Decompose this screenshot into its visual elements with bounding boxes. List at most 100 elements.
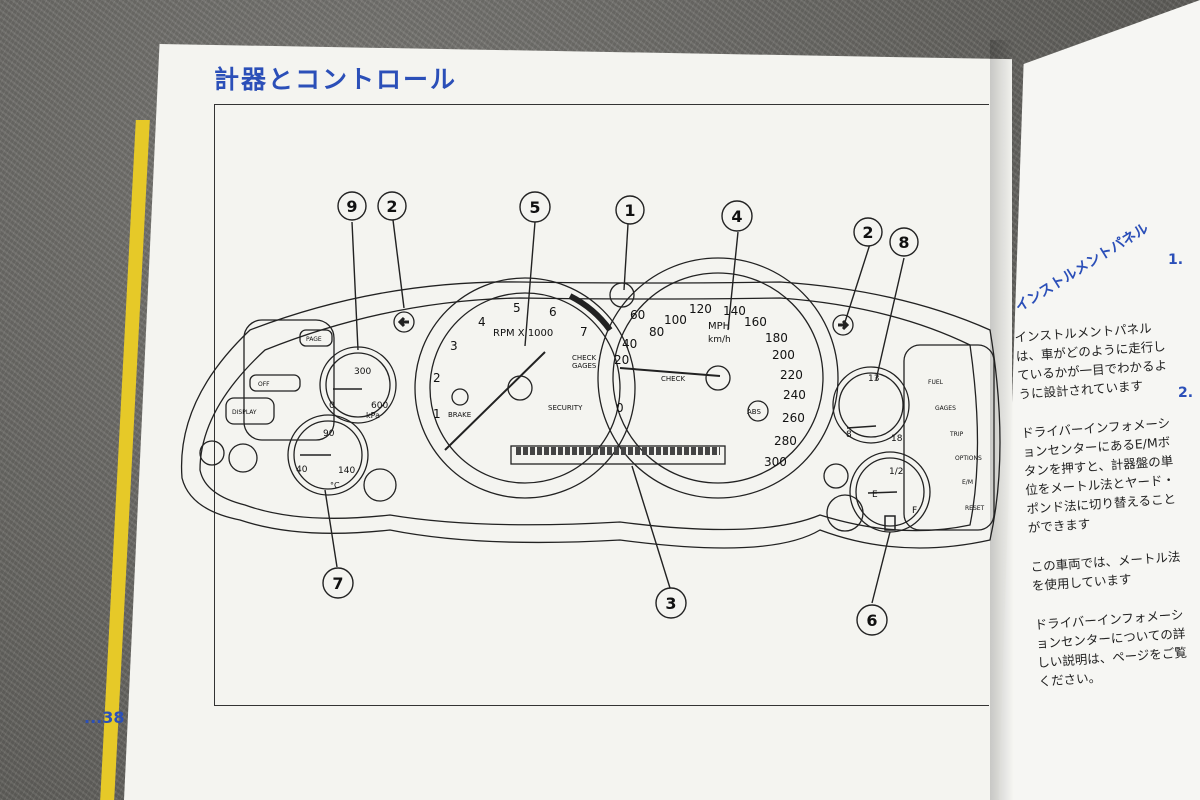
speedo-unit-mph: MPH xyxy=(708,321,730,332)
speedo-tick: 120 xyxy=(689,302,712,316)
volt-tick: 13 xyxy=(868,374,879,384)
speedo-tick: 220 xyxy=(780,368,803,382)
speedo-tick: 0 xyxy=(616,401,624,415)
coolant-tick: 140 xyxy=(338,466,355,476)
fuel-needle xyxy=(867,491,898,494)
oil-tick: 600 xyxy=(371,401,388,411)
tach-tick: 3 xyxy=(450,339,458,353)
speedo-tick: 180 xyxy=(765,331,788,345)
callout-label: 9 xyxy=(346,197,357,216)
callout-2-left xyxy=(377,191,407,221)
tach-check-gages-1: CHECK xyxy=(572,354,596,362)
callout-label: 1 xyxy=(624,201,635,220)
page-button xyxy=(299,329,333,347)
speedometer-dial xyxy=(597,257,839,499)
voltmeter-gauge xyxy=(832,366,910,444)
off-button xyxy=(249,374,301,392)
cluster-inner-outline xyxy=(199,297,979,532)
speedo-tick: 80 xyxy=(649,325,664,339)
speedo-abs-label: ABS xyxy=(747,408,761,416)
brake-warning-light xyxy=(451,388,469,406)
round-switch xyxy=(228,443,258,473)
callout-label: 7 xyxy=(332,574,343,593)
dic-fuel-label: FUEL xyxy=(928,379,944,386)
right-page-paragraph: ドライバーインフォメーションセンターについての詳しい説明は、ページをご覧ください… xyxy=(1034,606,1188,690)
volt-tick: 18 xyxy=(891,434,903,444)
callout-2-right xyxy=(853,217,883,247)
right-page-paragraph: この車両では、メートル法を使用しています xyxy=(1030,548,1181,594)
callout-7 xyxy=(322,567,354,599)
tachometer-dial xyxy=(414,277,636,499)
fuel-tick: 1/2 xyxy=(889,467,903,477)
headlight-beam-icon xyxy=(609,282,635,308)
tach-tick-labels: 1 2 3 4 5 6 7 RPM X 1000 BRAKE CHECK GAG… xyxy=(433,301,597,421)
left-control-pod xyxy=(243,319,335,441)
tachometer-dial-inner xyxy=(429,292,621,484)
fuel-pump-icon xyxy=(884,515,896,531)
display-button xyxy=(225,397,275,425)
speedo-tick: 40 xyxy=(622,337,637,351)
right-turn-signal-icon xyxy=(832,314,854,336)
indicator-circle xyxy=(826,494,864,532)
tach-brake-label: BRAKE xyxy=(448,411,471,419)
tach-unit: RPM X 1000 xyxy=(493,328,553,339)
callout-4 xyxy=(721,200,753,232)
round-switch xyxy=(199,440,225,466)
speedo-tick: 100 xyxy=(664,313,687,327)
voltmeter-needle xyxy=(846,425,877,429)
dic-options-label: OPTIONS xyxy=(955,455,982,462)
speedo-tick: 20 xyxy=(614,353,629,367)
callout-label: 6 xyxy=(866,611,877,630)
diagram-frame xyxy=(214,104,989,706)
display-button-label: DISPLAY xyxy=(232,409,257,416)
callout-6 xyxy=(856,604,888,636)
tach-tick: 7 xyxy=(580,325,588,339)
speedo-emblem-circle xyxy=(705,365,731,391)
callout-9 xyxy=(337,191,367,221)
callout-3 xyxy=(655,587,687,619)
page-number: ...38 xyxy=(84,708,125,727)
right-page xyxy=(998,0,1200,800)
tachometer-redline xyxy=(568,293,613,332)
cluster-outline xyxy=(180,281,1001,549)
oil-tick: 0 xyxy=(329,401,335,411)
speedometer-needle xyxy=(619,367,721,377)
callout-label: 5 xyxy=(529,198,540,217)
right-page-paragraph: インストルメントパネルは、車がどのように走行しているかが一目でわかるように設計さ… xyxy=(1014,320,1168,402)
speedo-tick: 260 xyxy=(782,411,805,425)
callout-label: 8 xyxy=(898,233,909,252)
tach-tick: 5 xyxy=(513,301,521,315)
callout-label: 4 xyxy=(731,207,742,226)
page-button-label: PAGE xyxy=(306,336,322,343)
tach-tick: 2 xyxy=(433,371,441,385)
tach-check-gages-2: GAGES xyxy=(572,362,597,370)
callout-label: 3 xyxy=(665,594,676,613)
tach-emblem-circle xyxy=(507,375,533,401)
left-turn-signal-icon xyxy=(393,311,415,333)
side-number: 1. xyxy=(1168,252,1184,268)
off-button-label: OFF xyxy=(258,381,270,388)
coolant-tick: 40 xyxy=(296,465,308,475)
speedo-tick-labels: 0 20 40 60 80 100 120 140 160 180 200 22… xyxy=(614,302,806,469)
fuel-tick: F xyxy=(912,506,917,516)
tach-tick: 4 xyxy=(478,315,486,329)
coolant-temp-gauge xyxy=(287,414,369,496)
volt-tick: 8 xyxy=(846,430,852,440)
speedo-unit-kmh: km/h xyxy=(708,335,731,345)
tach-security-label: SECURITY xyxy=(548,404,583,412)
tachometer-needle xyxy=(444,351,546,451)
abs-warning-light xyxy=(747,400,769,422)
speedo-tick: 200 xyxy=(772,348,795,362)
side-number: 2. xyxy=(1178,385,1194,401)
fuel-tick: E xyxy=(872,490,878,500)
speedo-tick: 300 xyxy=(764,455,787,469)
right-page-paragraph: ドライバーインフォメーションセンターにあるE/Mボタンを押すと、計器盤の単位をメ… xyxy=(1020,415,1177,536)
callout-5 xyxy=(519,191,551,223)
oil-unit: kPa xyxy=(366,411,380,420)
speedo-check-label: CHECK xyxy=(661,375,685,383)
driver-info-display xyxy=(510,445,726,465)
oil-pressure-gauge xyxy=(319,346,397,424)
speedo-tick: 140 xyxy=(723,304,746,318)
dic-trip-label: TRIP xyxy=(949,431,964,438)
speedometer-dial-inner xyxy=(612,272,824,484)
